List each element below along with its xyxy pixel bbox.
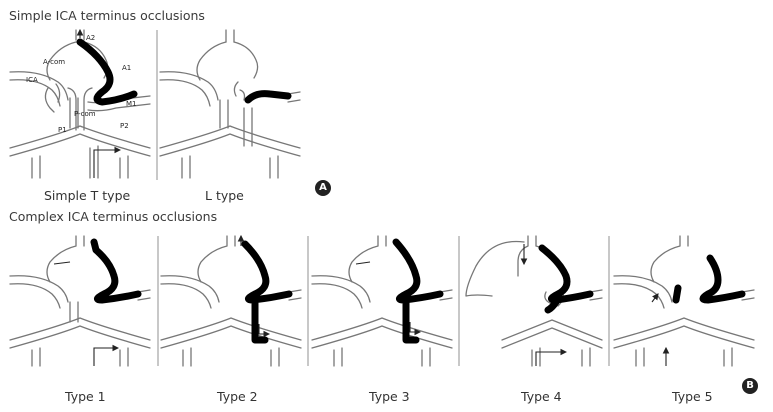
diagram-type-1 (9, 235, 151, 367)
label-a-com: A-com (43, 58, 65, 66)
panel-divider (458, 236, 460, 366)
caption-type-3: Type 3 (369, 389, 410, 404)
badge-b: B (742, 378, 758, 394)
section-a-title: Simple ICA terminus occlusions (9, 8, 205, 23)
label-m1: M1 (126, 100, 137, 108)
panel-divider (156, 30, 158, 180)
label-p1: P1 (58, 126, 67, 134)
caption-type-4: Type 4 (521, 389, 562, 404)
caption-type-2: Type 2 (217, 389, 258, 404)
panel-divider (608, 236, 610, 366)
label-ica: ICA (26, 76, 38, 84)
diagram-type-3 (311, 235, 453, 367)
label-p2: P2 (120, 122, 129, 130)
caption-l-type: L type (205, 188, 244, 203)
section-b-title: Complex ICA terminus occlusions (9, 209, 218, 224)
label-a2: A2 (86, 34, 95, 42)
panel-divider (157, 236, 159, 366)
diagram-type-4 (462, 235, 603, 367)
diagram-type-2 (160, 234, 302, 367)
diagram-simple-t-type: A2 A1 A-com ICA M1 P-com P1 P2 (9, 28, 151, 179)
caption-simple-t-type: Simple T type (44, 188, 131, 203)
panel-divider (307, 236, 309, 366)
diagram-l-type (159, 29, 301, 179)
badge-a: A (315, 180, 331, 196)
caption-type-5: Type 5 (672, 389, 713, 404)
diagram-type-5 (613, 235, 755, 367)
label-p-com: P-com (74, 110, 96, 118)
caption-type-1: Type 1 (65, 389, 106, 404)
label-a1: A1 (122, 64, 131, 72)
